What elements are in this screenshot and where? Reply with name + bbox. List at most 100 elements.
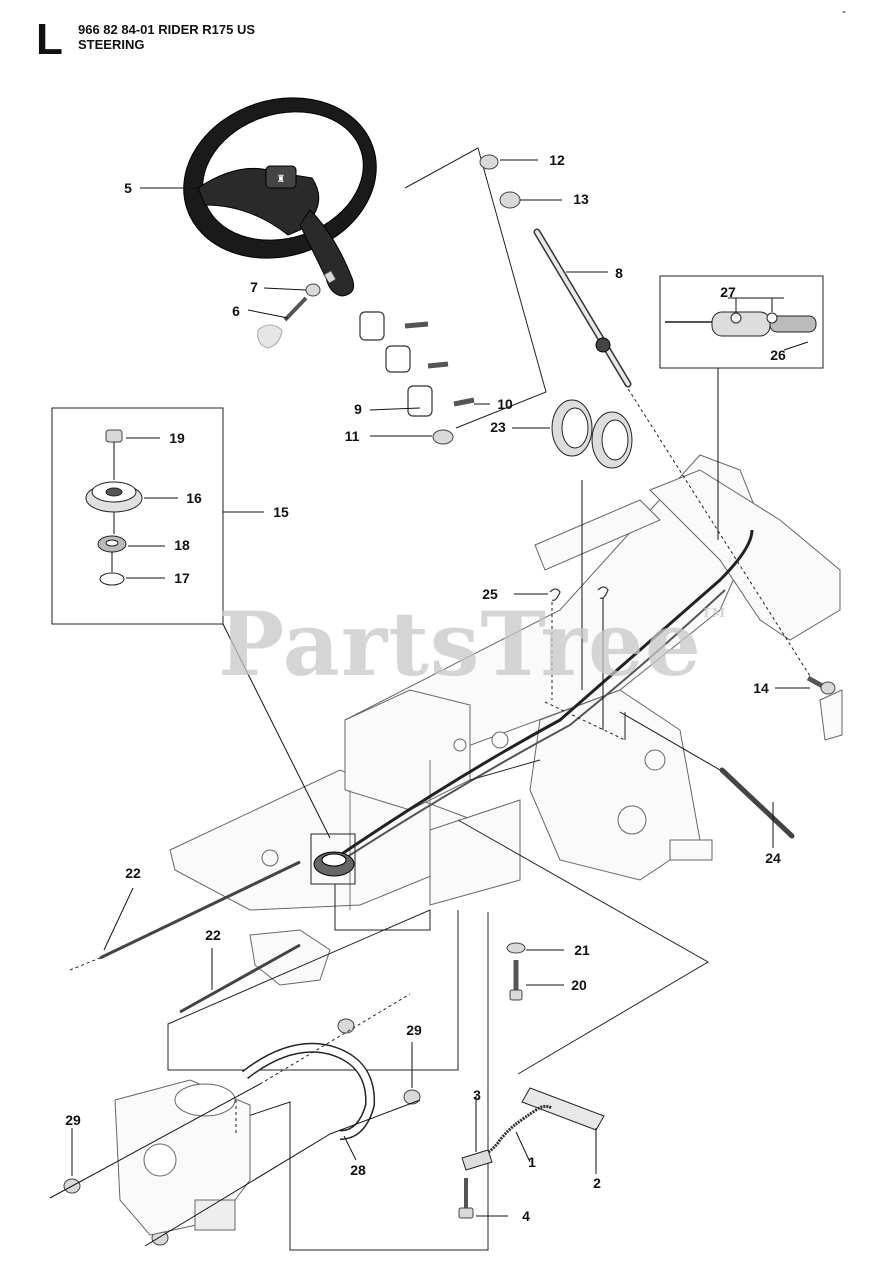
section-title: STEERING <box>78 37 145 52</box>
assembly-outline-bottom <box>235 912 489 1251</box>
part-24-shaft <box>719 767 795 839</box>
frame-hole <box>644 749 666 771</box>
callout-27: 27 <box>720 284 736 300</box>
frame-crossbar <box>534 499 661 571</box>
part-23-pulleys <box>551 399 633 469</box>
steering-wheel: ♜ <box>183 97 377 297</box>
steering-wheel-hub <box>265 165 297 189</box>
shaft-sprocket-icon <box>595 337 611 353</box>
watermark-text: PartsTree <box>218 592 702 696</box>
part-28-strap-inner <box>242 1044 374 1139</box>
part-6-bolt <box>257 296 308 349</box>
callout-29-left: 29 <box>65 1112 81 1128</box>
callout-11: 11 <box>345 428 360 444</box>
callout-25: 25 <box>482 586 498 602</box>
callout-8: 8 <box>615 265 623 281</box>
rubber-cap <box>257 324 283 349</box>
callout-6: 6 <box>232 303 240 319</box>
frame-hole <box>491 731 509 749</box>
part-29-nut <box>403 1089 421 1105</box>
callout-4: 4 <box>522 1208 530 1224</box>
center-pulley <box>313 851 355 877</box>
lower-bracket <box>249 929 331 986</box>
inset-15-target <box>310 833 356 885</box>
callout-1: 1 <box>528 1154 536 1170</box>
part-14-bolt <box>806 675 836 695</box>
part-18-bearing <box>97 535 127 553</box>
part-16-pulley <box>85 481 143 513</box>
callout-3: 3 <box>473 1087 481 1103</box>
part-2-plate <box>521 1087 605 1131</box>
part-20-bolt <box>509 960 523 1001</box>
callout-14: 14 <box>753 680 769 696</box>
steering-column-top <box>299 209 355 297</box>
assembly-outline-right <box>457 819 709 1075</box>
watermark-trademark: TM <box>701 606 727 620</box>
callout-18: 18 <box>174 537 190 553</box>
callout-12: 12 <box>549 152 565 168</box>
callout-29-right: 29 <box>406 1022 422 1038</box>
callout-10: 10 <box>497 396 513 412</box>
frame-right-section <box>649 469 841 641</box>
corner-mark: - <box>842 4 846 18</box>
callout-17: 17 <box>174 570 190 586</box>
frame-hole <box>453 738 467 752</box>
part-12-bushing <box>479 154 499 170</box>
callout-20: 20 <box>571 977 587 993</box>
part-3-clip <box>461 1149 493 1171</box>
callout-5: 5 <box>124 180 132 196</box>
callout-16: 16 <box>186 490 202 506</box>
part-25-clip <box>597 586 609 599</box>
part-25-clip <box>549 588 561 601</box>
steering-column-stack <box>359 311 475 445</box>
part-22-rod-lower <box>179 943 301 1014</box>
frame-side-panel <box>429 799 521 906</box>
callout-24: 24 <box>765 850 781 866</box>
callout-23: 23 <box>490 419 506 435</box>
callout-28: 28 <box>350 1162 366 1178</box>
part-11-washer <box>432 429 454 445</box>
part-26-cable-end <box>665 311 817 337</box>
diagram-title-block: 966 82 84-01 RIDER R175 US STEERING <box>78 22 255 52</box>
callout-19: 19 <box>169 430 185 446</box>
frame-hole <box>617 805 647 835</box>
part-17-ring <box>99 572 125 586</box>
part-29-nut <box>337 1018 355 1034</box>
husqvarna-logo-icon: ♜ <box>277 174 286 185</box>
callout-22-lower: 22 <box>205 927 221 943</box>
part-27-pins <box>730 312 778 324</box>
frame-hole <box>261 849 279 867</box>
front-axle-housing <box>114 1079 251 1236</box>
inset-box-15 <box>51 407 224 625</box>
frame-stub <box>819 689 843 741</box>
part-8-steering-shaft <box>533 228 632 388</box>
part-22-rod-upper <box>69 860 301 971</box>
callout-21: 21 <box>574 942 590 958</box>
part-13-bushing <box>499 191 521 209</box>
part-4-bolt <box>458 1178 474 1219</box>
inset-box-26-27 <box>659 275 824 369</box>
model-line: 966 82 84-01 RIDER R175 US <box>78 22 256 37</box>
callout-7: 7 <box>250 279 258 295</box>
callout-labels: 5 7 6 12 13 8 27 26 9 10 11 19 16 15 18 … <box>65 152 786 1224</box>
assembly-lines <box>469 712 626 781</box>
section-letter: L <box>36 15 63 64</box>
partstree-watermark: PartsTreeTM <box>218 592 726 696</box>
callout-15: 15 <box>273 504 289 520</box>
part-21-washer <box>506 942 526 954</box>
steering-cable-return <box>329 589 726 869</box>
leader-lines <box>71 159 810 1217</box>
callout-2: 2 <box>593 1175 601 1191</box>
assembly-outline-left <box>167 884 459 1071</box>
callout-26: 26 <box>770 347 786 363</box>
part-1-spring <box>477 1104 553 1160</box>
part-19-bolt <box>105 429 123 480</box>
frame-pin <box>669 839 713 861</box>
callout-9: 9 <box>354 401 362 417</box>
column-group-outline <box>404 147 547 429</box>
callout-22-upper: 22 <box>125 865 141 881</box>
callout-13: 13 <box>573 191 589 207</box>
steering-cable <box>329 529 754 864</box>
